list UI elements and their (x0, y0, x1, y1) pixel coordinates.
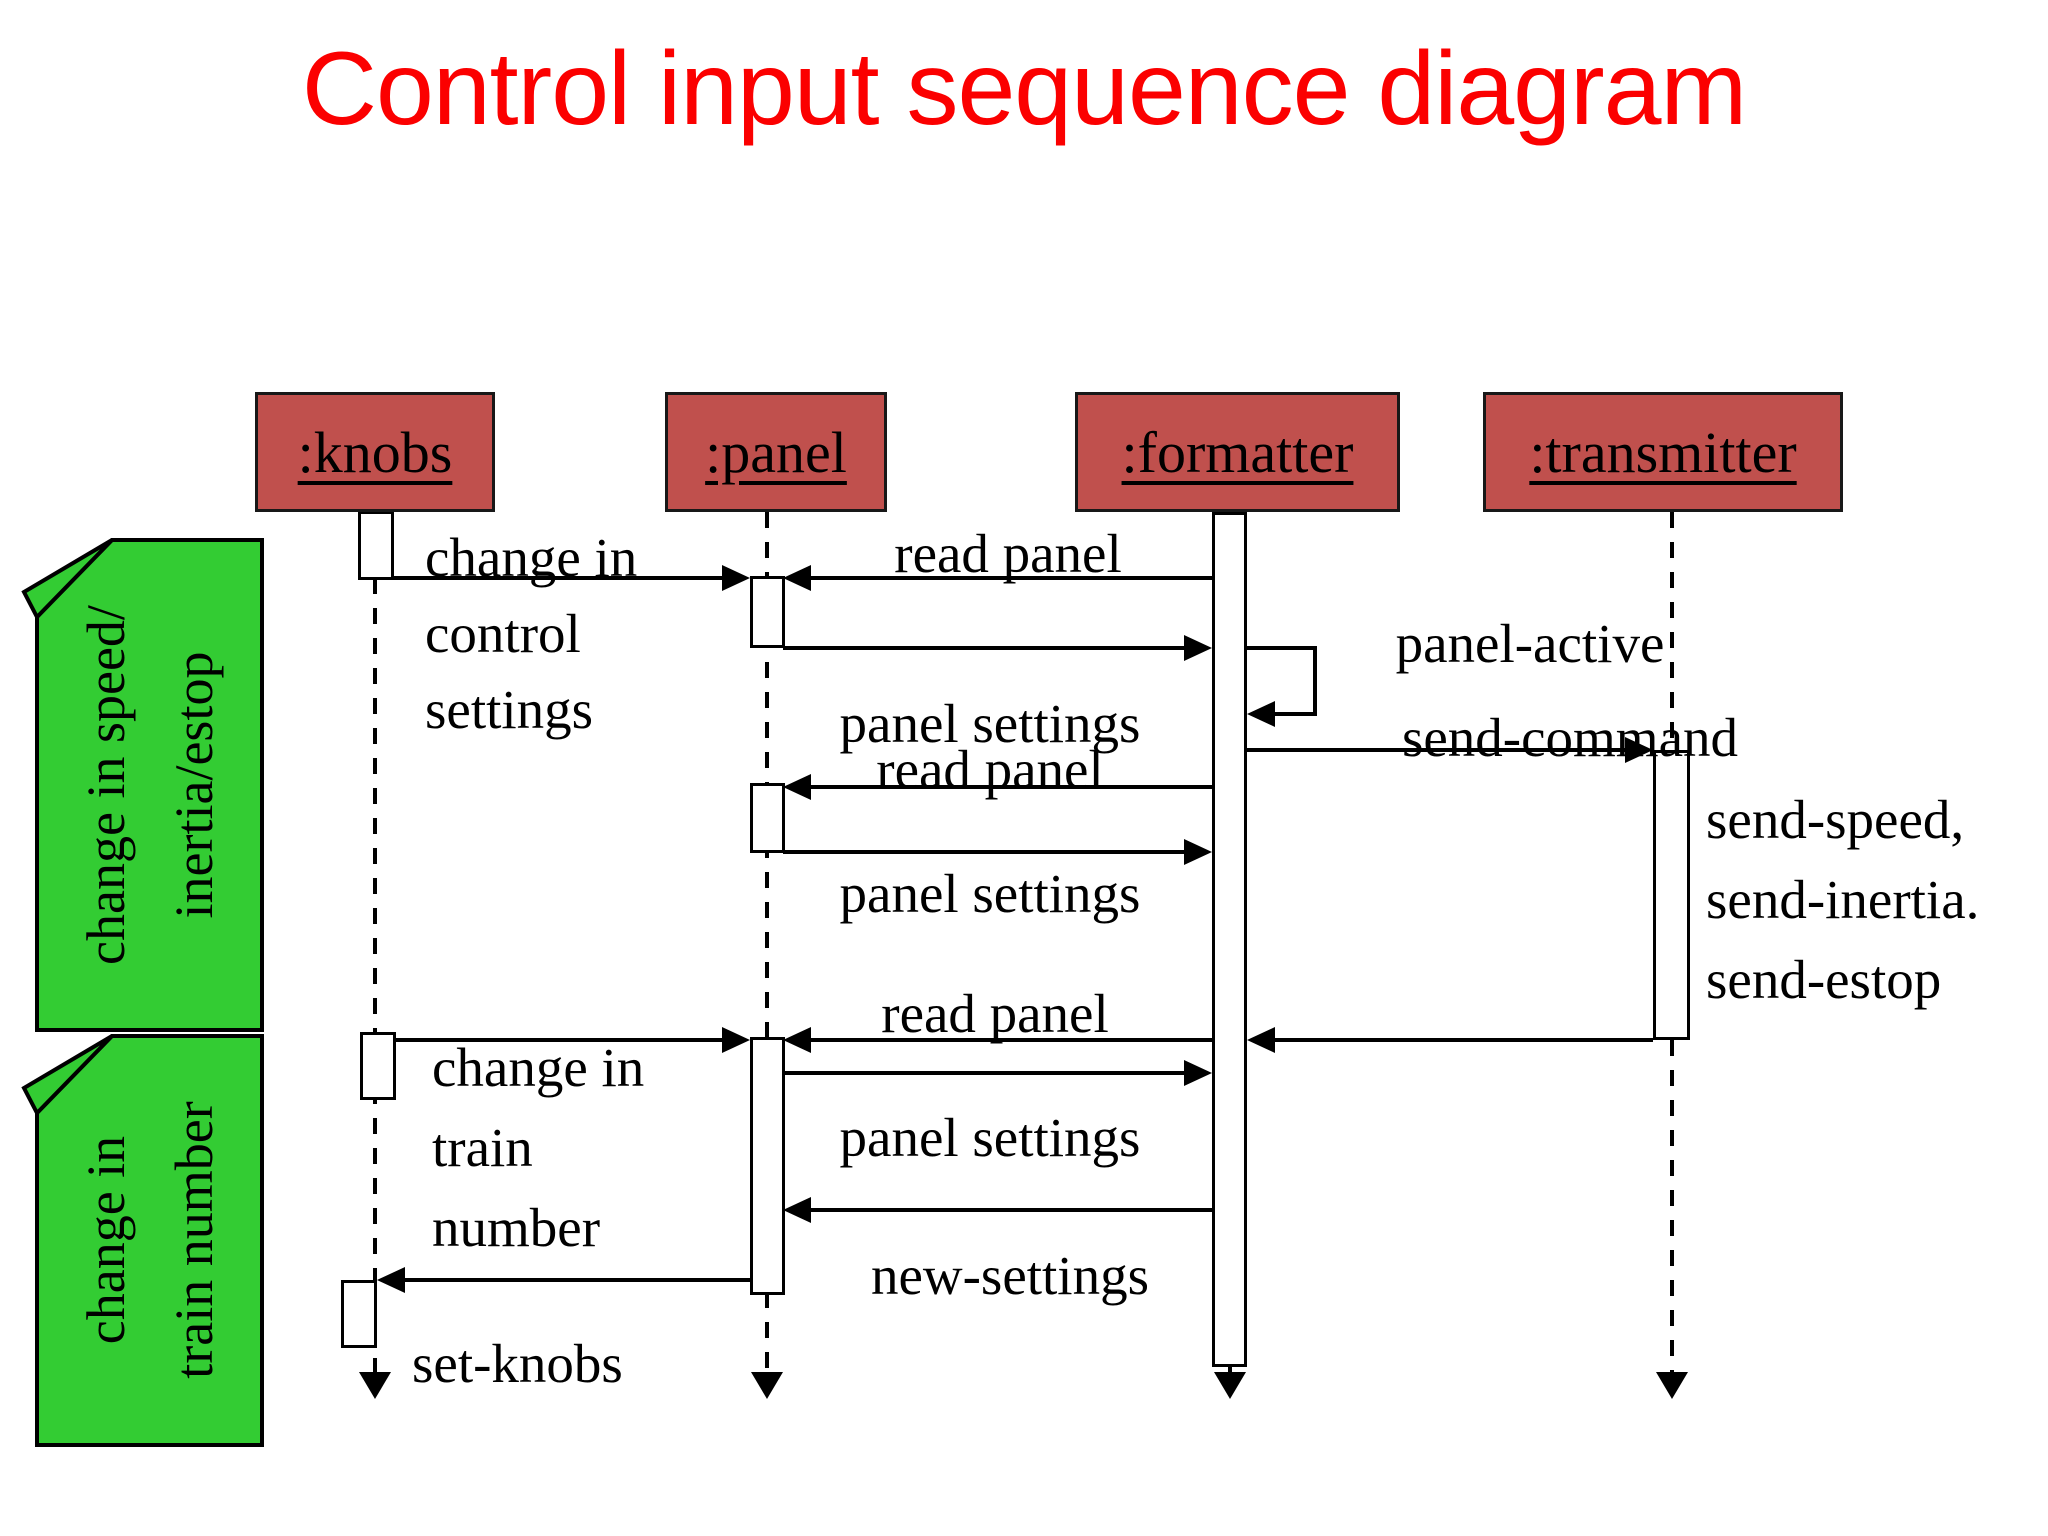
page-title: Control input sequence diagram (301, 31, 1747, 147)
lifeline-head-transmitter: :transmitter (1483, 392, 1843, 512)
msg-read-panel-1-line (809, 576, 1212, 580)
label-read-panel-1: read panel (894, 523, 1122, 584)
msg-panel-active-arrow-icon (1247, 701, 1275, 727)
label-read-panel-3: read panel (881, 983, 1109, 1044)
msg-change-control-arrow-icon (722, 565, 750, 591)
msg-read-panel-2-arrow-icon (783, 774, 811, 800)
msg-panel-settings-2-line (783, 850, 1186, 854)
msg-panel-settings-2-arrow-icon (1184, 839, 1212, 865)
label-read-panel-2: read panel (876, 739, 1104, 800)
label-panel-settings-2: panel settings (839, 863, 1141, 924)
msg-read-panel-2-line (809, 785, 1212, 789)
note-change-speed: change in speed/ inertia/estop (76, 605, 224, 965)
msg-panel-settings-1-arrow-icon (1184, 635, 1212, 661)
activation-transmitter (1653, 750, 1690, 1040)
msg-change-train-arrow-icon (722, 1027, 750, 1053)
msg-panel-settings-1-line (783, 646, 1186, 650)
lifeline-formatter (1228, 1363, 1232, 1374)
label-send-list: send-speed, send-inertia. send-estop (1706, 789, 1980, 1010)
lifeline-panel (765, 512, 769, 1374)
activation-panel-1 (750, 576, 785, 648)
label-panel-settings-1: panel settings (839, 693, 1141, 754)
label-change-control: change in control settings (425, 527, 638, 740)
activation-knobs-2 (360, 1032, 396, 1100)
label-new-settings: new-settings (870, 1245, 1149, 1306)
msg-read-panel-1-arrow-icon (783, 565, 811, 591)
msg-panel-settings-3-arrow-icon (1184, 1060, 1212, 1086)
lifeline-end-arrow-icon (1656, 1372, 1688, 1399)
note-fold-icon (21, 1034, 114, 1117)
lifeline-head-formatter: :formatter (1075, 392, 1400, 512)
lifeline-end-arrow-icon (751, 1372, 783, 1399)
lifeline-end-arrow-icon (359, 1372, 391, 1399)
lifeline-knobs (373, 578, 377, 1374)
activation-formatter (1212, 512, 1247, 1367)
lifeline-head-formatter-label: :formatter (1121, 419, 1354, 485)
msg-change-control-line (394, 576, 724, 580)
label-set-knobs: set-knobs (412, 1333, 623, 1394)
lifeline-transmitter (1670, 512, 1674, 750)
note-change-train: change in train number (76, 1101, 224, 1379)
activation-panel-2 (750, 783, 785, 853)
msg-transmitter-return-line (1273, 1038, 1653, 1042)
msg-read-panel-3-arrow-icon (783, 1027, 811, 1053)
lifeline-head-transmitter-label: :transmitter (1529, 419, 1797, 485)
lifeline-head-panel: :panel (665, 392, 887, 512)
msg-set-knobs-line (403, 1278, 750, 1282)
activation-knobs-1 (358, 511, 394, 580)
label-panel-settings-3: panel settings (839, 1107, 1141, 1168)
note-fold-icon (21, 538, 114, 621)
msg-set-knobs-arrow-icon (377, 1267, 405, 1293)
lifeline-end-arrow-icon (1214, 1372, 1246, 1399)
activation-panel-3 (750, 1037, 785, 1295)
msg-read-panel-3-line (809, 1038, 1212, 1042)
label-send-command: send-command (1401, 707, 1738, 768)
msg-panel-active-loop-top (1247, 646, 1317, 650)
msg-new-settings-line (809, 1208, 1212, 1212)
msg-transmitter-return-arrow-icon (1247, 1027, 1275, 1053)
activation-knobs-3 (341, 1280, 377, 1348)
msg-new-settings-arrow-icon (783, 1197, 811, 1223)
msg-panel-settings-3-line (783, 1071, 1186, 1075)
msg-panel-active-loop-bottom (1273, 712, 1317, 716)
msg-send-command-line (1247, 748, 1627, 752)
label-change-train: change in train number (432, 1037, 645, 1258)
msg-send-command-arrow-icon (1625, 737, 1653, 763)
lifeline-head-knobs: :knobs (255, 392, 495, 512)
msg-panel-active-loop-side (1313, 646, 1317, 716)
label-panel-active: panel-active (1395, 613, 1665, 674)
lifeline-head-panel-label: :panel (705, 419, 847, 485)
lifeline-transmitter (1670, 1040, 1674, 1374)
msg-change-train-line (396, 1038, 724, 1042)
lifeline-head-knobs-label: :knobs (297, 419, 453, 485)
